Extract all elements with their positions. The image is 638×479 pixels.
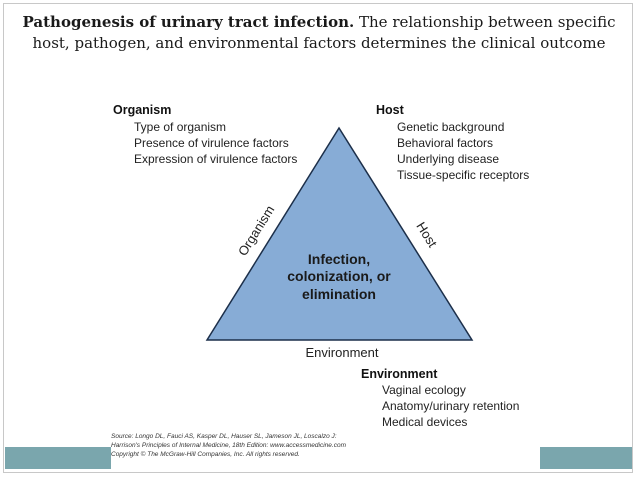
organism-heading: Organism (113, 103, 171, 117)
triangle-center-line: Infection, (308, 251, 370, 267)
host-item: Tissue-specific receptors (397, 168, 529, 182)
footer-bar-right (540, 447, 632, 469)
organism-item: Expression of virulence factors (134, 152, 297, 166)
triangle-center-line: elimination (302, 286, 376, 302)
environment-side-label: Environment (306, 345, 379, 360)
environment-heading: Environment (361, 367, 438, 381)
footer-bar-left (5, 447, 111, 469)
environment-item: Medical devices (382, 415, 467, 429)
host-item: Behavioral factors (397, 136, 493, 150)
environment-item: Anatomy/urinary retention (382, 399, 519, 413)
source-credit: Source: Longo DL, Fauci AS, Kasper DL, H… (111, 432, 541, 459)
infection-triangle (205, 126, 474, 341)
environment-item: Vaginal ecology (382, 383, 466, 397)
slide-caption: Pathogenesis of urinary tract infection.… (14, 12, 624, 54)
host-item: Underlying disease (397, 152, 499, 166)
source-line: Copyright © The McGraw-Hill Companies, I… (111, 451, 300, 458)
organism-item: Presence of virulence factors (134, 136, 289, 150)
source-line: Source: Longo DL, Fauci AS, Kasper DL, H… (111, 433, 337, 440)
host-heading: Host (376, 103, 405, 117)
host-side-label: Host (413, 219, 440, 250)
caption-text: The relationship between specific host, … (32, 13, 616, 52)
organism-item: Type of organism (134, 120, 226, 134)
caption-title: Pathogenesis of urinary tract infection. (22, 13, 355, 31)
triangle-center-line: colonization, or (287, 268, 391, 284)
source-line: Harrison's Principles of Internal Medici… (111, 442, 346, 449)
slide-frame (3, 3, 633, 473)
host-item: Genetic background (397, 120, 504, 134)
